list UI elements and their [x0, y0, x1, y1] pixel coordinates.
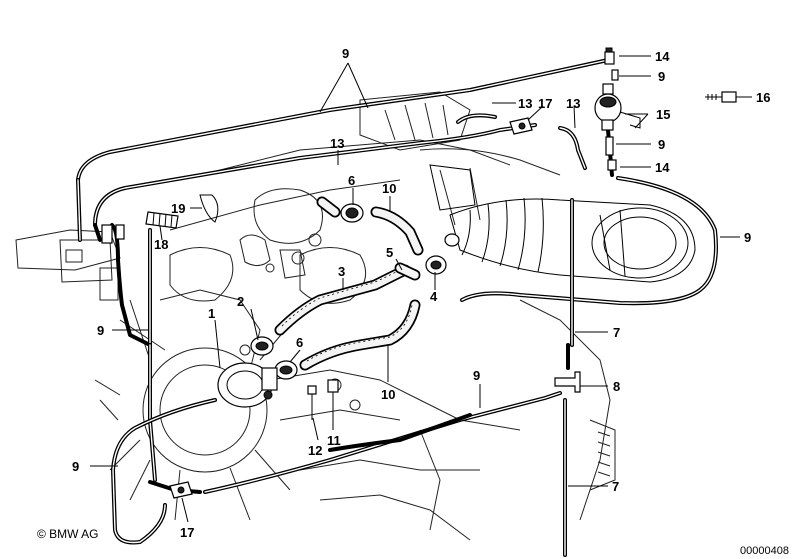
callout-14-top: 14	[655, 49, 670, 64]
callout-17-top: 17	[538, 96, 552, 111]
callout-3: 3	[338, 264, 345, 279]
callout-6-lower: 6	[296, 335, 303, 350]
callout-10-lower: 10	[381, 387, 395, 402]
callout-11: 11	[327, 433, 341, 448]
small-parts	[101, 47, 737, 499]
callout-13-left: 13	[518, 96, 532, 111]
callout-9-mid-right: 9	[658, 137, 665, 152]
callout-9-right: 9	[744, 230, 751, 245]
callout-9-left: 9	[97, 323, 104, 338]
copyright-text: © BMW AG	[37, 527, 99, 541]
callout-2: 2	[237, 294, 244, 309]
thick-hoses	[274, 196, 424, 371]
vacuum-hoses	[76, 58, 718, 557]
callout-labels: 9 14 9 16 13 17 13 15 13 9 14 6 10 19 18…	[72, 46, 770, 540]
callout-1: 1	[208, 306, 215, 321]
callout-18: 18	[154, 237, 168, 252]
callout-13-right: 13	[566, 96, 580, 111]
callout-9-bottom-left: 9	[72, 459, 79, 474]
leader-lines	[90, 55, 752, 523]
callout-12: 12	[308, 443, 322, 458]
callout-13-mid: 13	[330, 136, 344, 151]
diagram-number: 00000408	[740, 545, 789, 557]
callout-14-mid: 14	[655, 160, 670, 175]
callout-4: 4	[430, 289, 438, 304]
callout-7-lower: 7	[612, 479, 619, 494]
callout-15: 15	[656, 107, 670, 122]
callout-5: 5	[386, 245, 393, 260]
callout-7-upper: 7	[613, 325, 620, 340]
callout-16: 16	[756, 90, 770, 105]
engine-background	[15, 91, 616, 541]
callout-17-bottom: 17	[180, 525, 194, 540]
callout-19: 19	[171, 201, 185, 216]
callout-8: 8	[613, 379, 620, 394]
callout-10-top: 10	[382, 181, 396, 196]
callout-9-top: 9	[342, 46, 349, 61]
callout-9-lower: 9	[473, 368, 480, 383]
air-intake-boot	[429, 164, 696, 283]
callout-6-top: 6	[348, 173, 355, 188]
callout-9-upper-right: 9	[658, 69, 665, 84]
